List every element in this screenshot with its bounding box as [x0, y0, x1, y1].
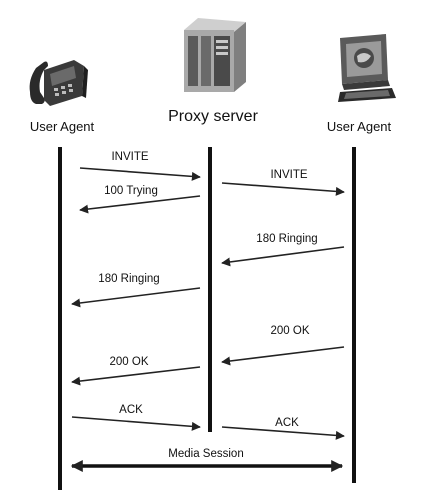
msg-200-ok-1-arrow	[221, 346, 345, 366]
msg-ack-1-label: ACK	[119, 404, 143, 416]
proxy-server-label: Proxy server	[168, 108, 258, 125]
msg-180-ringing-2-label: 180 Ringing	[98, 273, 159, 285]
computer-icon	[338, 34, 396, 102]
user-agent-left-label: User Agent	[30, 119, 95, 134]
msg-100-trying-arrow	[79, 195, 201, 214]
msg-200-ok-2-label: 200 OK	[110, 356, 149, 368]
server-icon	[184, 18, 246, 92]
msg-invite-1-arrow	[79, 167, 201, 181]
msg-invite-2-label: INVITE	[270, 169, 307, 181]
user-agent-right-label: User Agent	[327, 119, 392, 134]
msg-180-ringing-1-arrow	[221, 246, 345, 267]
media-session-label: Media Session	[168, 448, 243, 460]
telephone-icon	[29, 60, 88, 106]
msg-ack-1-arrow	[71, 416, 201, 431]
msg-180-ringing-1-label: 180 Ringing	[256, 233, 317, 245]
msg-180-ringing-2-arrow	[71, 287, 201, 308]
msg-200-ok-1-label: 200 OK	[271, 325, 310, 337]
msg-invite-2-arrow	[221, 182, 345, 196]
msg-ack-2-arrow	[221, 426, 345, 440]
msg-100-trying-label: 100 Trying	[104, 185, 158, 197]
msg-invite-1-label: INVITE	[111, 151, 148, 163]
msg-200-ok-2-arrow	[71, 366, 201, 386]
msg-ack-2-label: ACK	[275, 417, 299, 429]
